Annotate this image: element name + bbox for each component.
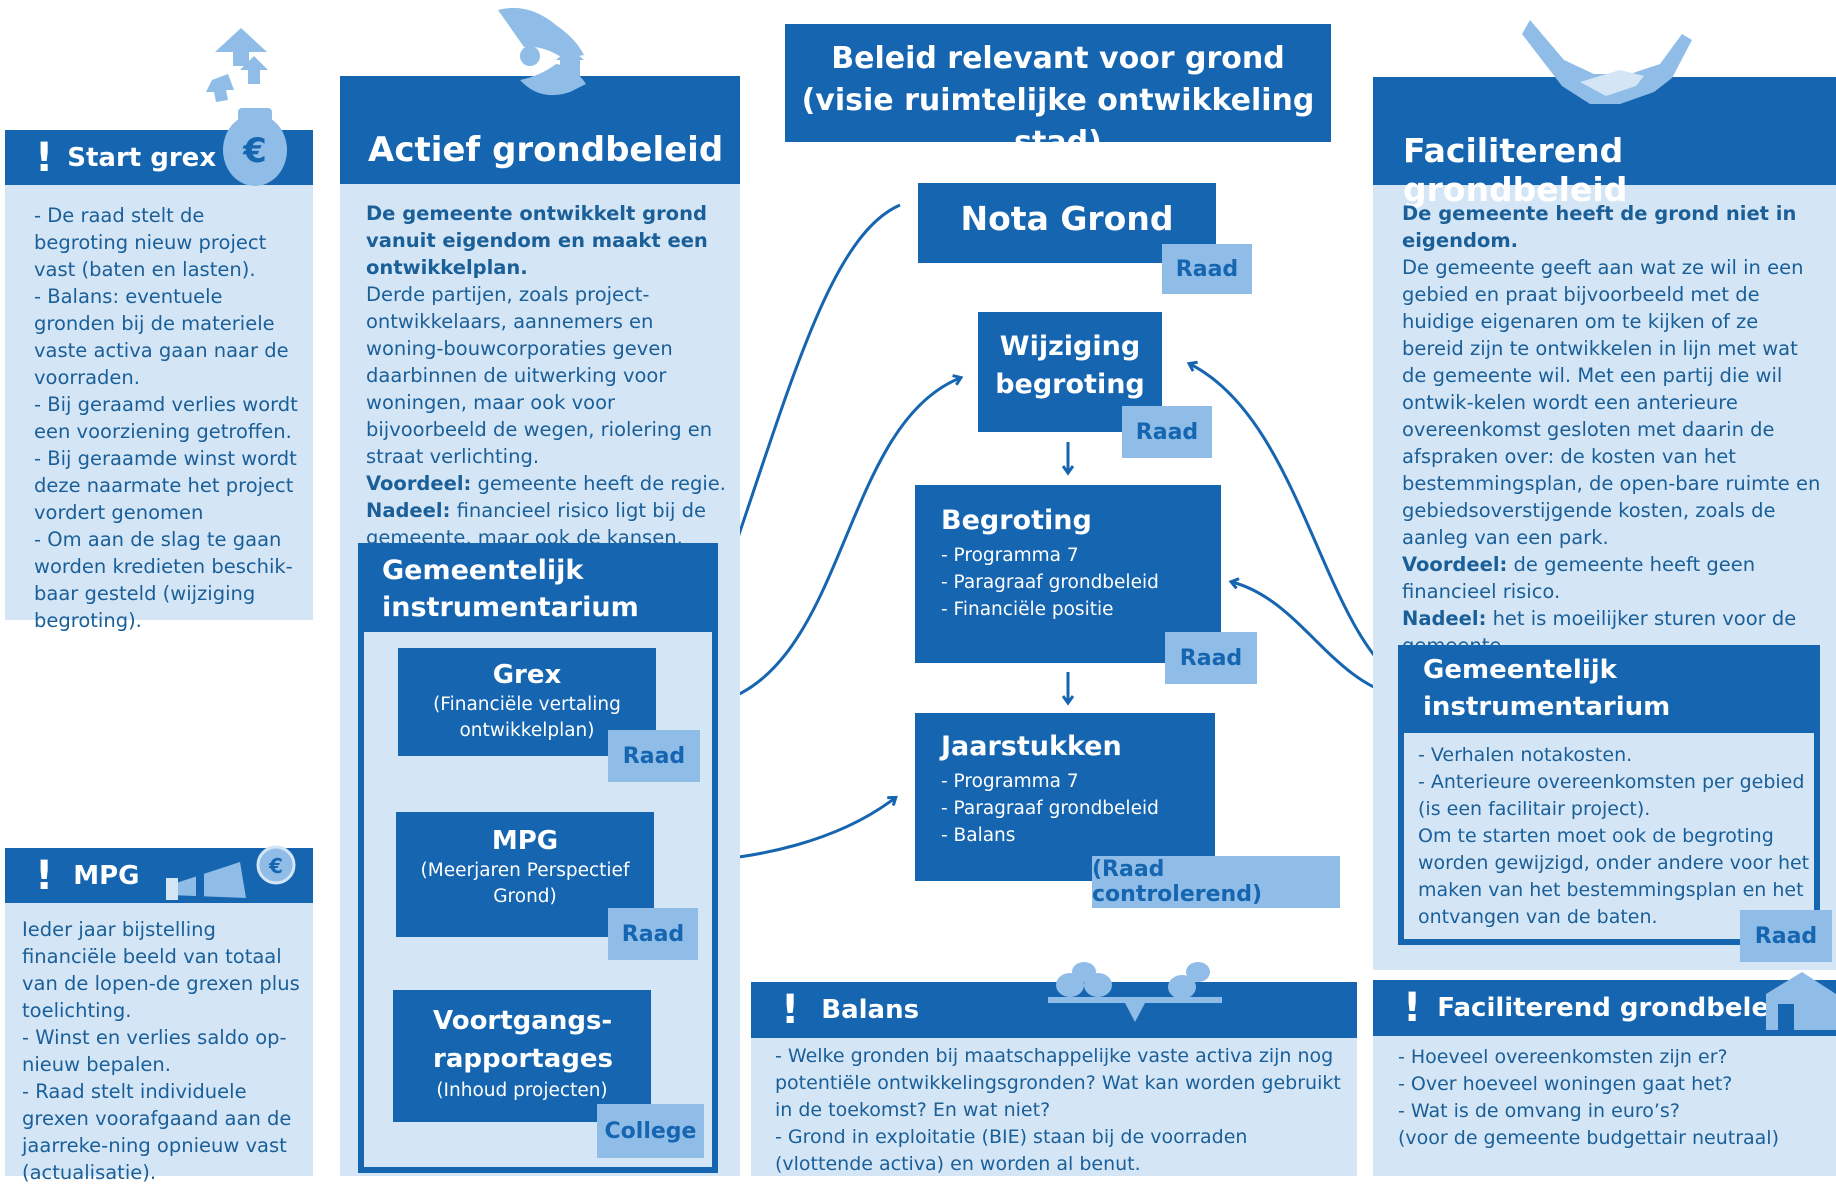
fac-small-text: - Hoeveel overeenkomsten zijn er? - Over… [1398, 1046, 1780, 1149]
voortgang-box: Voortgangs-rapportages (Inhoud projecten… [393, 990, 651, 1122]
mpg-badge: Raad [608, 908, 698, 960]
voordeel-label: Voordeel: [1402, 553, 1508, 576]
actief-title: Actief grondbeleid [368, 130, 724, 170]
exclamation-icon: ! [35, 852, 54, 899]
grex-title: Grex [492, 660, 562, 690]
nadeel-label: Nadeel: [1402, 607, 1487, 630]
jaarstukken-badge: (Raad controlerend) [1092, 856, 1340, 908]
actief-body: Derde partijen, zoals project-ontwikkela… [366, 283, 713, 468]
actief-voordeel: Voordeel: gemeente heeft de regie. [366, 470, 726, 497]
voordeel-label: Voordeel: [366, 472, 472, 495]
grex-badge: Raad [608, 730, 700, 782]
begroting-badge: Raad [1165, 632, 1257, 684]
voortgang-badge: College [597, 1104, 704, 1158]
jaarstukken-box: Jaarstukken - Programma 7 - Paragraaf gr… [915, 713, 1215, 881]
svg-text:€: € [268, 854, 283, 878]
jaarstukken-items: - Programma 7 - Paragraaf grondbeleid - … [941, 771, 1159, 846]
start-grex-panel [5, 130, 313, 620]
instr-right-title-line2: instrumentarium [1423, 692, 1671, 722]
voortgang-title: Voortgangs-rapportages [433, 1006, 613, 1074]
balans-title: Balans [821, 995, 920, 1025]
nota-grond-title: Nota Grond [960, 199, 1174, 238]
mpg-box: MPG (Meerjaren Perspectief Grond) [396, 812, 654, 937]
actief-intro: De gemeente ontwikkelt grond vanuit eige… [366, 202, 708, 279]
balans-header: ! Balans [751, 982, 1357, 1038]
instr-right-title: Gemeentelijk instrumentarium [1423, 652, 1670, 726]
mpg-title: MPG [491, 826, 559, 856]
instr-right-badge: Raad [1740, 910, 1832, 962]
grex-box: Grex (Financiële vertaling ontwikkelplan… [398, 648, 656, 756]
voordeel-text: de gemeente heeft geen financieel risico… [1402, 553, 1756, 603]
begroting-title: Begroting [941, 505, 1092, 536]
fac-small-header: ! Faciliterend grondbeleid [1373, 980, 1836, 1036]
faciliterend-title: Faciliterend grondbeleid [1403, 131, 1628, 209]
faciliterend-intro: De gemeente heeft de grond niet in eigen… [1402, 202, 1797, 252]
faciliterend-voordeel: Voordeel: de gemeente heeft geen financi… [1402, 551, 1822, 605]
faciliterend-body: De gemeente geeft aan wat ze wil in een … [1402, 256, 1821, 549]
arrow-instr-to-wijziging [1190, 364, 1399, 682]
mpg-side-title: MPG [73, 860, 140, 891]
svg-text:€: € [242, 131, 267, 171]
balans-text: - Welke gronden bij maatschappelijke vas… [775, 1045, 1341, 1175]
wijziging-box: Wijziging begroting [978, 312, 1162, 432]
wijziging-badge: Raad [1122, 406, 1212, 458]
start-grex-title: Start grex [67, 142, 217, 173]
start-grex-text: - De raad stelt de begroting nieuw proje… [34, 204, 298, 632]
instr-left-title-line2: instrumentarium [382, 592, 639, 623]
nadeel-label: Nadeel: [366, 499, 451, 522]
instr-right-text: - Verhalen notakosten. - Anterieure over… [1418, 744, 1810, 928]
mpg-side-text: Ieder jaar bijstelling financiële beeld … [22, 918, 300, 1184]
voordeel-text: gemeente heeft de regie. [471, 472, 726, 495]
fac-small-title: Faciliterend grondbeleid [1437, 993, 1797, 1023]
center-header: Beleid relevant voor grond (visie ruimte… [785, 24, 1331, 160]
exclamation-icon: ! [35, 134, 54, 181]
grex-sub: (Financiële vertaling ontwikkelplan) [433, 694, 621, 741]
faciliterend-text: De gemeente heeft de grond niet in eigen… [1402, 200, 1822, 659]
actief-text: De gemeente ontwikkelt grond vanuit eige… [366, 200, 726, 551]
begroting-items: - Programma 7 - Paragraaf grondbeleid - … [941, 545, 1159, 620]
exclamation-icon: ! [1403, 985, 1422, 1031]
instr-left-title-line1: Gemeentelijk [382, 555, 584, 586]
instr-right-title-line1: Gemeentelijk [1423, 655, 1617, 685]
nota-grond-badge: Raad [1162, 244, 1252, 294]
instr-right-inner [1404, 733, 1814, 939]
exclamation-icon: ! [781, 987, 800, 1033]
instr-left-title: Gemeentelijk instrumentarium [382, 552, 639, 626]
jaarstukken-title: Jaarstukken [941, 731, 1122, 762]
arrow-grex-to-wijziging [679, 378, 960, 709]
voortgang-sub: (Inhoud projecten) [436, 1080, 608, 1101]
actief-header: Actief grondbeleid [340, 76, 740, 184]
mpg-sub: (Meerjaren Perspectief Grond) [420, 860, 630, 907]
